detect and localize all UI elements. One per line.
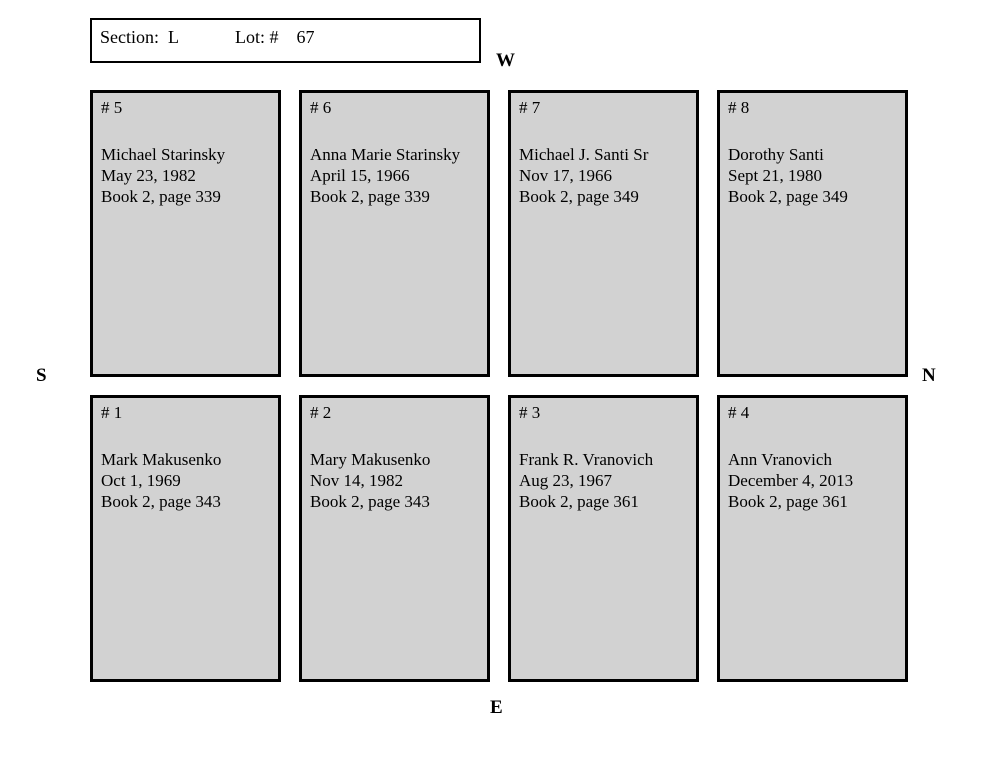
plot-date: Oct 1, 1969 bbox=[101, 471, 181, 490]
plot-name: Dorothy Santi bbox=[728, 145, 824, 164]
plot-cell-4: # 4 Ann Vranovich December 4, 2013 Book … bbox=[717, 395, 908, 682]
plot-number: # 5 bbox=[101, 98, 123, 117]
plot-book-ref: Book 2, page 339 bbox=[310, 187, 430, 206]
compass-west-label: W bbox=[496, 50, 515, 71]
plot-cell-7: # 7 Michael J. Santi Sr Nov 17, 1966 Boo… bbox=[508, 90, 699, 377]
plots-grid: # 5 Michael Starinsky May 23, 1982 Book … bbox=[90, 90, 908, 682]
plot-number: # 6 bbox=[310, 98, 332, 117]
plot-name: Anna Marie Starinsky bbox=[310, 145, 461, 164]
plot-cell-8: # 8 Dorothy Santi Sept 21, 1980 Book 2, … bbox=[717, 90, 908, 377]
lot-label: Lot: # bbox=[235, 27, 279, 47]
section-lot-header: Section: L Lot: # 67 bbox=[90, 18, 481, 63]
plot-book-ref: Book 2, page 349 bbox=[728, 187, 848, 206]
plot-cell-2: # 2 Mary Makusenko Nov 14, 1982 Book 2, … bbox=[299, 395, 490, 682]
plot-name: Michael Starinsky bbox=[101, 145, 226, 164]
plot-date: April 15, 1966 bbox=[310, 166, 410, 185]
plot-number: # 1 bbox=[101, 403, 123, 422]
plot-cell-1: # 1 Mark Makusenko Oct 1, 1969 Book 2, p… bbox=[90, 395, 281, 682]
plot-date: Sept 21, 1980 bbox=[728, 166, 822, 185]
plot-date: December 4, 2013 bbox=[728, 471, 854, 490]
section-value: L bbox=[168, 27, 179, 47]
plot-book-ref: Book 2, page 343 bbox=[101, 492, 221, 511]
plot-date: Nov 14, 1982 bbox=[310, 471, 404, 490]
plot-book-ref: Book 2, page 339 bbox=[101, 187, 221, 206]
plot-date: Aug 23, 1967 bbox=[519, 471, 613, 490]
plot-name: Mary Makusenko bbox=[310, 450, 431, 469]
plot-number: # 7 bbox=[519, 98, 541, 117]
plot-number: # 3 bbox=[519, 403, 541, 422]
plot-book-ref: Book 2, page 361 bbox=[728, 492, 848, 511]
plot-number: # 4 bbox=[728, 403, 750, 422]
compass-north-label: N bbox=[922, 365, 936, 386]
plot-name: Ann Vranovich bbox=[728, 450, 832, 469]
section-label: Section: bbox=[100, 27, 159, 47]
compass-south-label: S bbox=[36, 365, 47, 386]
plot-name: Michael J. Santi Sr bbox=[519, 145, 649, 164]
lot-value: 67 bbox=[296, 27, 315, 47]
compass-east-label: E bbox=[490, 697, 503, 718]
plot-cell-6: # 6 Anna Marie Starinsky April 15, 1966 … bbox=[299, 90, 490, 377]
plot-number: # 2 bbox=[310, 403, 332, 422]
plot-number: # 8 bbox=[728, 98, 750, 117]
plot-date: May 23, 1982 bbox=[101, 166, 196, 185]
plot-name: Frank R. Vranovich bbox=[519, 450, 654, 469]
plot-name: Mark Makusenko bbox=[101, 450, 222, 469]
plot-book-ref: Book 2, page 343 bbox=[310, 492, 430, 511]
plot-cell-5: # 5 Michael Starinsky May 23, 1982 Book … bbox=[90, 90, 281, 377]
plot-date: Nov 17, 1966 bbox=[519, 166, 613, 185]
plot-book-ref: Book 2, page 361 bbox=[519, 492, 639, 511]
plot-book-ref: Book 2, page 349 bbox=[519, 187, 639, 206]
plot-cell-3: # 3 Frank R. Vranovich Aug 23, 1967 Book… bbox=[508, 395, 699, 682]
